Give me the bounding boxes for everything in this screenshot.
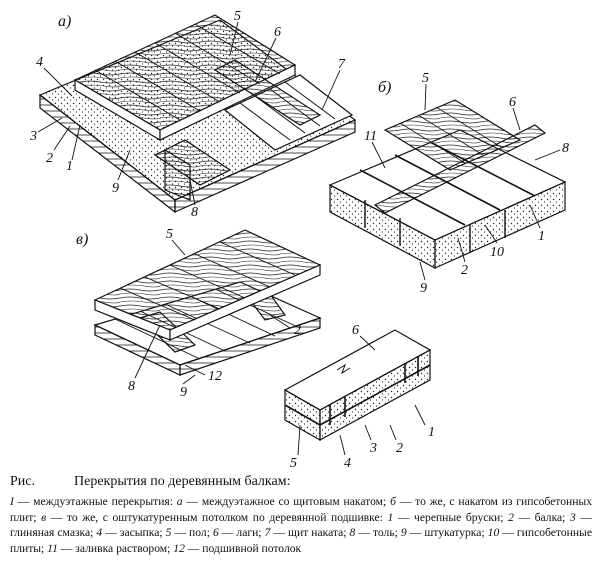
- legend-item-12-text: — подшивной потолок: [184, 541, 302, 555]
- callout-b-8: 8: [562, 141, 569, 156]
- callout-a-5: 5: [234, 9, 241, 24]
- legend-item-8-text: — толь;: [355, 526, 401, 539]
- legend-item-11-number: 11: [47, 541, 58, 555]
- variant-letter-b: б): [378, 79, 391, 96]
- variant-v-drawing: [93, 229, 322, 376]
- legend-item-9-text: — штукатурка;: [406, 526, 488, 539]
- callout-v-9: 9: [180, 385, 187, 400]
- callout-b-9: 9: [420, 281, 427, 296]
- callout-a-6: 6: [274, 25, 281, 40]
- legend-intro-3-number: в: [41, 510, 47, 524]
- legend-item-3: 3 — глиняная смазка;: [10, 511, 592, 540]
- callout-a-3: 3: [29, 129, 37, 144]
- callout-g-6: 6: [352, 323, 359, 338]
- callout-a-8: 8: [191, 205, 198, 220]
- legend-item-7-text: — щит наката;: [270, 526, 350, 539]
- legend-intro-0-text: — междуэтажные перекрытия:: [13, 495, 177, 508]
- callout-b-11: 11: [364, 129, 377, 144]
- callout-a-9: 9: [112, 181, 119, 196]
- variant-letter-v: в): [76, 231, 88, 248]
- legend-item-7-number: 7: [264, 526, 271, 539]
- legend-item-4-number: 4: [96, 526, 103, 539]
- legend-item-10: 10 — гипсобетонные плиты;: [10, 526, 592, 555]
- caption-legend: I — междуэтажные перекрытия: а — междуэт…: [10, 494, 592, 556]
- legend-item-2: 2 — балка;: [508, 511, 570, 524]
- legend-item-4: 4 — засыпка;: [96, 526, 165, 539]
- legend-item-6-text: — лаги;: [218, 526, 265, 539]
- legend-item-3-text: — глиняная смазка;: [10, 510, 592, 540]
- legend-item-12-number: 12: [173, 541, 185, 555]
- legend-item-8: 8 — толь;: [350, 526, 401, 539]
- floor-construction-drawing: а) б) в) 5 6 4 7 3 2 1 9 8 5 6 11 8 1 10…: [29, 9, 569, 470]
- figure-caption: Рис. Перекрытия по деревянным балкам: I —…: [10, 474, 592, 556]
- legend-item-5-number: 5: [165, 526, 172, 539]
- caption-prefix: Рис.: [10, 474, 35, 489]
- callout-v-12: 12: [208, 369, 222, 384]
- legend-intro-1-text: — междуэтажное со щитовым накатом;: [182, 495, 391, 508]
- legend-item-1-text: — черепные бруски;: [393, 510, 509, 524]
- variant-b-drawing: [328, 99, 567, 269]
- callout-g-5: 5: [290, 456, 297, 470]
- legend-intro-0: I — междуэтажные перекрытия:: [10, 495, 177, 508]
- callout-a-1: 1: [66, 159, 73, 174]
- callout-b-6: 6: [509, 95, 516, 110]
- legend-item-3-number: 3: [570, 510, 576, 524]
- legend-item-2-text: — балка;: [513, 510, 570, 524]
- legend-intro-2-number: б: [390, 495, 396, 508]
- callout-g-1: 1: [428, 425, 435, 440]
- legend-item-6-number: 6: [212, 526, 219, 539]
- callout-v-2: 2: [294, 323, 301, 338]
- variant-letter-a: а): [58, 13, 71, 30]
- legend-item-4-text: — засыпка;: [102, 526, 166, 539]
- legend-item-5-text: — пол;: [171, 526, 213, 539]
- legend-item-9: 9 — штукатурка;: [401, 526, 488, 539]
- legend-item-10-number: 10: [487, 526, 500, 539]
- legend-item-9-number: 9: [400, 526, 407, 539]
- legend-item-1-number: 1: [387, 510, 394, 524]
- callout-a-4: 4: [36, 55, 43, 70]
- legend-intro-2-text: — то же, с накатом из гипсобетонных плит…: [10, 495, 593, 524]
- callout-g-3: 3: [369, 441, 377, 456]
- legend-item-11: 11 — заливка раствором;: [47, 542, 173, 555]
- legend-intro-3-text: — то же, с оштукатуренным потолком по де…: [46, 510, 388, 524]
- legend-item-2-number: 2: [508, 510, 514, 524]
- callout-b-2: 2: [461, 263, 468, 278]
- variant-a-drawing: [38, 14, 357, 214]
- legend-item-11-text: — заливка раствором;: [57, 541, 174, 555]
- legend-intro-1-number: а: [176, 495, 183, 508]
- caption-title: Перекрытия по деревянным балкам:: [74, 474, 291, 489]
- legend-item-1: 1 — черепные бруски;: [387, 511, 508, 524]
- legend-intro-1: а — междуэтажное со щитовым накатом;: [177, 495, 390, 508]
- variant-g-drawing: [283, 329, 432, 442]
- callout-b-1: 1: [538, 229, 545, 244]
- legend-intro-3: в — то же, с оштукатуренным потолком по …: [41, 511, 387, 524]
- callout-g-2: 2: [396, 441, 403, 456]
- callout-b-5: 5: [422, 71, 429, 86]
- legend-item-12: 12 — подшивной потолок: [173, 542, 301, 555]
- legend-item-5: 5 — пол;: [166, 526, 213, 539]
- legend-intro-0-number: I: [10, 495, 14, 508]
- callout-b-10: 10: [490, 245, 504, 260]
- callout-v-5: 5: [166, 227, 173, 242]
- callout-v-8: 8: [128, 379, 135, 394]
- callout-a-2: 2: [46, 151, 53, 166]
- leader-lines: [37, 21, 561, 456]
- legend-item-7: 7 — щит наката;: [265, 526, 350, 539]
- caption-title-line: Рис. Перекрытия по деревянным балкам:: [10, 474, 592, 490]
- legend-item-8-number: 8: [349, 526, 356, 539]
- callout-g-4: 4: [344, 456, 351, 470]
- legend-item-10-text: — гипсобетонные плиты;: [10, 526, 592, 555]
- legend-intro-2: б — то же, с накатом из гипсобетонных пл…: [10, 495, 592, 524]
- legend-item-6: 6 — лаги;: [213, 526, 265, 539]
- callout-a-7: 7: [338, 57, 346, 72]
